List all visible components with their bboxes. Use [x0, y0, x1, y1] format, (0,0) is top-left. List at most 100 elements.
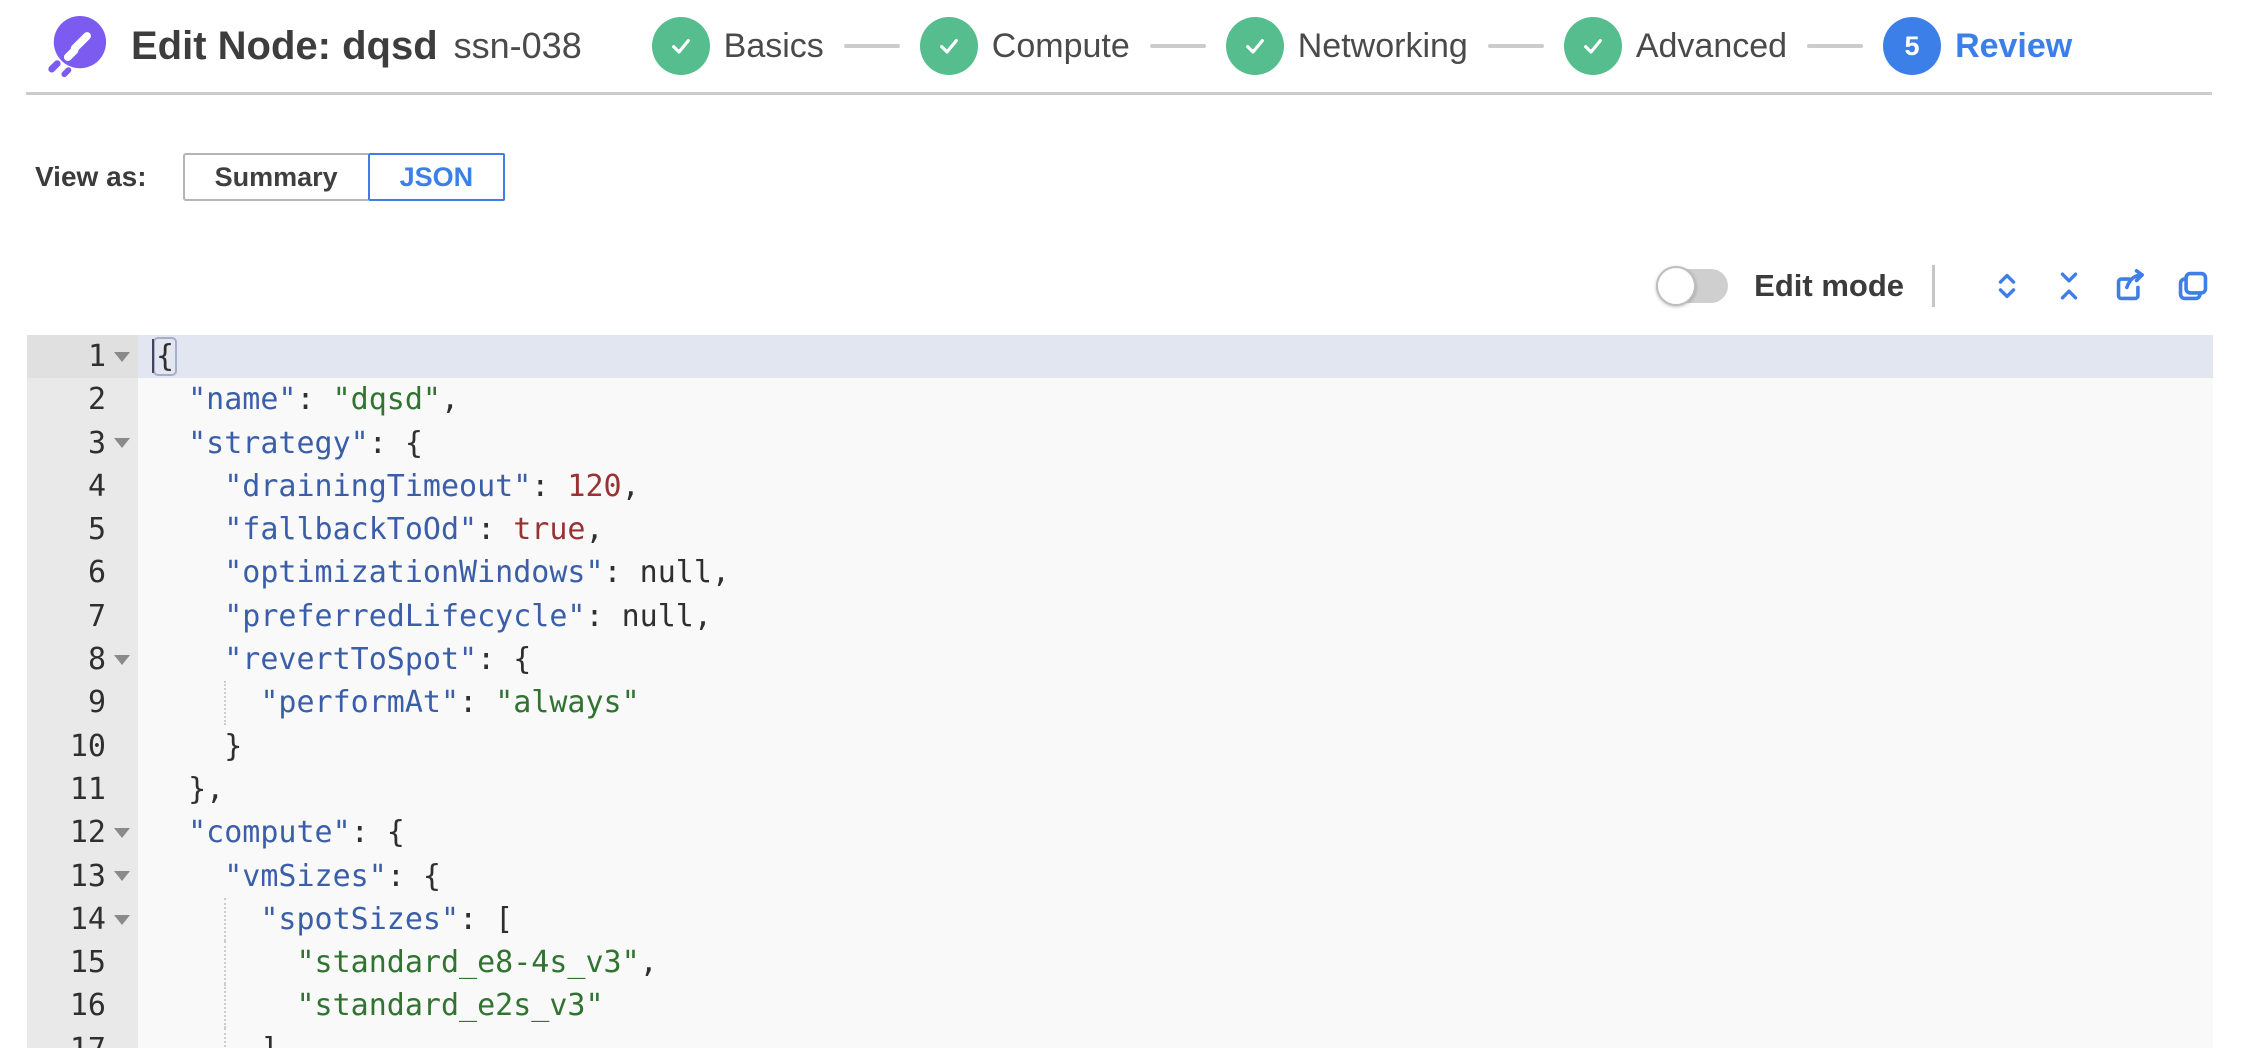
- view-as-json-button[interactable]: JSON: [367, 153, 506, 201]
- editor-line-10[interactable]: 10 }: [27, 724, 2213, 768]
- editor-gutter: 12: [27, 811, 138, 855]
- indent-guide: [224, 1027, 227, 1048]
- editor-line-12[interactable]: 12 "compute": {: [27, 811, 2213, 855]
- line-number: 16: [69, 988, 106, 1024]
- editor-gutter: 15: [27, 941, 138, 985]
- indent-guide: [224, 941, 227, 985]
- step-advanced[interactable]: Advanced: [1563, 17, 1788, 75]
- line-number: 17: [70, 1028, 106, 1048]
- editor-gutter: 6: [27, 551, 138, 595]
- step-connector: [1807, 44, 1864, 48]
- edit-mode-label: Edit mode: [1754, 268, 1904, 303]
- step-networking[interactable]: Networking: [1225, 17, 1468, 75]
- code-text: "compute": {: [188, 815, 405, 851]
- view-as-summary-button[interactable]: Summary: [182, 153, 368, 201]
- step-connector: [843, 44, 900, 48]
- step-compute[interactable]: Compute: [919, 17, 1130, 75]
- editor-line-1[interactable]: 1{: [27, 335, 2213, 379]
- line-number: 3: [87, 425, 106, 461]
- wizard-header: Edit Node: dqsd ssn-038 Basics Compute N…: [0, 0, 2250, 92]
- editor-line-9[interactable]: 9 "performAt": "always": [27, 681, 2213, 725]
- code-text: "optimizationWindows": null,: [224, 555, 730, 591]
- copy-button[interactable]: [2173, 266, 2213, 306]
- indent-guide: [224, 984, 227, 1028]
- edit-mode-toggle[interactable]: [1656, 266, 1729, 306]
- editor-line-5[interactable]: 5 "fallbackToOd": true,: [27, 508, 2213, 552]
- edit-mode-toggle-knob: [1656, 266, 1697, 306]
- editor-gutter: 16: [27, 984, 138, 1028]
- fold-toggle-icon[interactable]: [106, 352, 138, 362]
- editor-line-11[interactable]: 11 },: [27, 767, 2213, 812]
- code-text: "revertToSpot": {: [224, 642, 532, 678]
- line-number: 5: [87, 512, 106, 548]
- code-text: "standard_e8-4s_v3",: [138, 941, 2213, 985]
- step-compute-label: Compute: [991, 26, 1130, 65]
- fold-toggle-icon[interactable]: [106, 915, 138, 925]
- code-text: "fallbackToOd": true,: [224, 512, 604, 548]
- wizard-stepper: Basics Compute Networking Advanced: [651, 17, 2072, 75]
- step-networking-label: Networking: [1297, 26, 1468, 65]
- editor-line-3[interactable]: 3 "strategy": {: [27, 421, 2213, 465]
- step-review[interactable]: 5 Review: [1883, 17, 2072, 75]
- editor-line-6[interactable]: 6 "optimizationWindows": null,: [27, 551, 2213, 595]
- code-text: "strategy": {: [188, 425, 423, 461]
- line-number: 4: [87, 468, 106, 504]
- line-number: 15: [69, 945, 106, 981]
- editor-line-2[interactable]: 2 "name": "dqsd",: [27, 378, 2213, 422]
- editor-line-13[interactable]: 13 "vmSizes": {: [27, 854, 2213, 898]
- export-button[interactable]: [2111, 266, 2151, 306]
- code-text: {: [138, 335, 2213, 379]
- copy-icon: [2178, 271, 2208, 301]
- expand-all-button[interactable]: [1987, 266, 2027, 306]
- code-text: "name": "dqsd",: [188, 382, 460, 418]
- editor-line-7[interactable]: 7 "preferredLifecycle": null,: [27, 594, 2213, 639]
- line-number: 1: [87, 339, 106, 374]
- page-title: Edit Node: dqsd: [131, 23, 438, 68]
- step-basics-label: Basics: [723, 26, 824, 65]
- editor-toolbar: Edit mode: [0, 263, 2213, 309]
- line-number: 10: [69, 728, 106, 764]
- export-icon: [2116, 268, 2144, 301]
- indent-guide: [224, 681, 227, 725]
- view-as-row: View as: Summary JSON: [35, 153, 2250, 201]
- code-text: "vmSizes": {: [224, 858, 441, 894]
- code-text: },: [152, 771, 225, 807]
- view-as-toggle-group: Summary JSON: [182, 153, 506, 201]
- editor-line-14[interactable]: 14 "spotSizes": [: [27, 897, 2213, 942]
- editor-gutter: 9: [27, 681, 138, 725]
- fold-toggle-icon[interactable]: [106, 655, 138, 665]
- step-review-label: Review: [1955, 26, 2073, 65]
- editor-gutter: 14: [27, 897, 138, 942]
- editor-line-8[interactable]: 8 "revertToSpot": {: [27, 638, 2213, 682]
- code-text: "drainingTimeout": 120,: [224, 468, 640, 504]
- json-editor[interactable]: 1{2 "name": "dqsd",3 "strategy": {4 "dra…: [27, 335, 2213, 1048]
- editor-gutter: 11: [27, 767, 138, 812]
- line-number: 14: [69, 901, 106, 937]
- step-compute-check-icon: [919, 17, 978, 75]
- code-text: "performAt": "always": [138, 681, 2213, 725]
- fold-toggle-icon[interactable]: [106, 438, 138, 448]
- editor-gutter: 5: [27, 508, 138, 552]
- line-number: 2: [87, 382, 106, 418]
- step-basics[interactable]: Basics: [651, 17, 824, 75]
- toolbar-divider: [1932, 265, 1935, 307]
- text-cursor: [152, 338, 154, 373]
- editor-line-17[interactable]: 17 ],: [27, 1027, 2213, 1048]
- line-number: 9: [87, 685, 106, 721]
- editor-line-15[interactable]: 15 "standard_e8-4s_v3",: [27, 941, 2213, 985]
- code-text: "spotSizes": [: [138, 897, 2213, 942]
- fold-toggle-icon[interactable]: [106, 871, 138, 881]
- step-networking-check-icon: [1225, 17, 1284, 75]
- editor-gutter: 10: [27, 724, 138, 768]
- expand-all-icon: [1998, 273, 2016, 299]
- collapse-all-button[interactable]: [2049, 266, 2089, 306]
- editor-line-4[interactable]: 4 "drainingTimeout": 120,: [27, 464, 2213, 509]
- header-divider: [26, 92, 2212, 95]
- collapse-all-icon: [2060, 272, 2078, 300]
- editor-line-16[interactable]: 16 "standard_e2s_v3": [27, 984, 2213, 1028]
- line-number: 6: [87, 555, 106, 591]
- fold-toggle-icon[interactable]: [106, 828, 138, 838]
- step-advanced-label: Advanced: [1635, 26, 1788, 65]
- line-number: 8: [87, 642, 106, 678]
- spot-logo: [48, 15, 107, 78]
